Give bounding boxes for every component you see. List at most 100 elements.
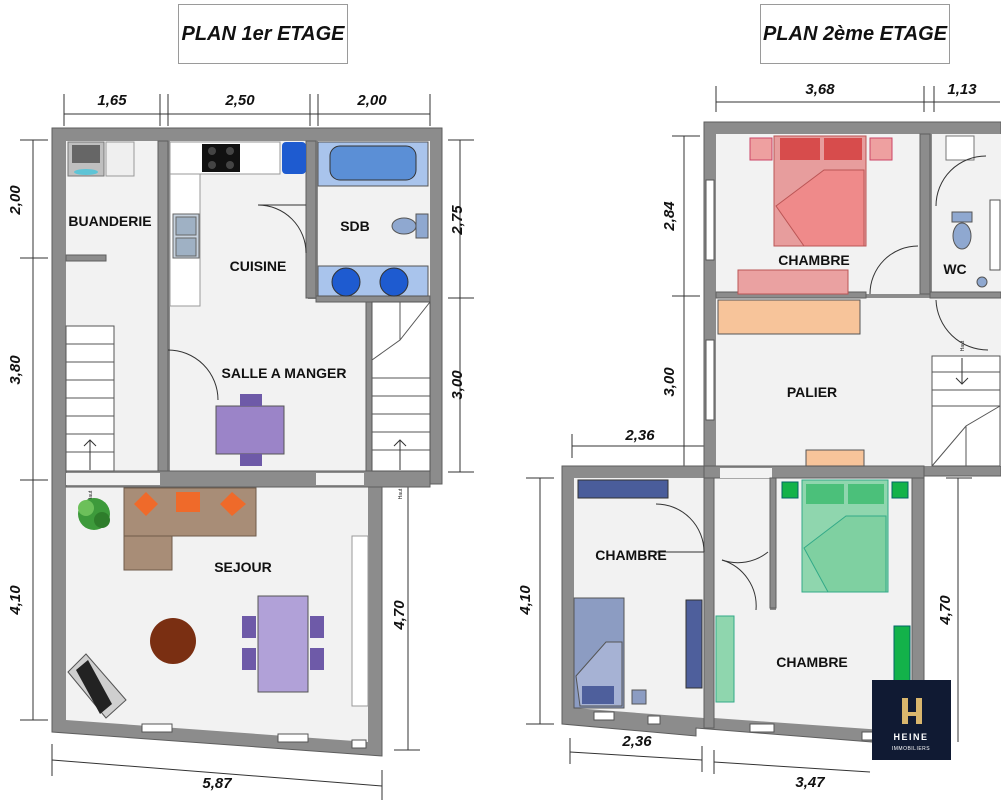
floor1-windows bbox=[141, 723, 367, 749]
dim-floor2-left-2: 3,00 bbox=[661, 367, 678, 397]
bed-icon-chambre-top bbox=[749, 135, 893, 247]
floor1-wall-cuisine-sdb bbox=[305, 140, 317, 299]
floor1-stairs-left bbox=[65, 325, 115, 472]
floor1-right-dimensions: 2,75 3,00 4,70 bbox=[391, 139, 474, 751]
sofa-bed-chambre-left bbox=[573, 597, 647, 709]
floor2-window-left-palier bbox=[705, 339, 715, 421]
floor1-wall-buanderie-cuisine bbox=[157, 140, 169, 472]
floor2-window-left-top bbox=[705, 179, 715, 261]
floor1-plan: 1,65 2,50 2,00 2,00 3,80 4,10 2,75 3,00 bbox=[7, 92, 474, 800]
palier-cabinet bbox=[717, 299, 861, 335]
wc-sink bbox=[945, 135, 975, 161]
floor1-bottom-dimension: 5,87 bbox=[51, 744, 383, 800]
dining-table-floor1 bbox=[215, 394, 285, 466]
floor1-wall-sdb-bottom bbox=[315, 295, 431, 303]
floor1-title: PLAN 1er ETAGE bbox=[178, 4, 348, 64]
floor2-left-dimensions: 2,84 3,00 2,36 4,10 bbox=[517, 135, 704, 725]
bed-icon-chambre-right bbox=[781, 479, 909, 593]
heine-logo: HEINE IMMOBILIERS bbox=[872, 680, 951, 760]
floor1-left-dimensions: 2,00 3,80 4,10 bbox=[7, 139, 48, 721]
room-chambre-left: CHAMBRE bbox=[595, 547, 667, 563]
dim-floor2-bottom-1: 2,36 bbox=[621, 733, 652, 750]
wardrobe-chambre-left bbox=[685, 599, 703, 689]
floor2-title: PLAN 2ème ETAGE bbox=[760, 4, 950, 64]
floor2-wall-wc-bottom bbox=[929, 291, 1001, 299]
room-sdb: SDB bbox=[340, 218, 370, 234]
floor2-plan: 3,68 1,13 2,84 3,00 2,36 4,10 4,70 bbox=[517, 81, 1001, 791]
washing-machine-icon bbox=[67, 141, 105, 177]
sideboard bbox=[351, 535, 369, 707]
toilet-icon-wc bbox=[951, 211, 988, 288]
dim-floor1-right-1: 2,75 bbox=[449, 205, 466, 236]
room-buanderie: BUANDERIE bbox=[68, 213, 151, 229]
floor1-wall-stair bbox=[365, 301, 373, 472]
plant-icon bbox=[78, 498, 110, 530]
floor1-opening-buanderie bbox=[66, 473, 160, 485]
round-table-icon bbox=[150, 618, 196, 664]
dim-floor1-top-1: 1,65 bbox=[97, 92, 127, 109]
dim-floor2-top-2: 1,13 bbox=[947, 81, 977, 98]
floor2-hall-floor bbox=[714, 478, 770, 628]
bathtub-icon bbox=[317, 141, 429, 187]
logo-brand: HEINE bbox=[893, 732, 928, 742]
floor2-door-wc bbox=[935, 155, 987, 207]
room-salle-a-manger: SALLE A MANGER bbox=[222, 365, 347, 381]
floor1-stair-label-1: Haut bbox=[88, 490, 94, 501]
wardrobe-chambre-right bbox=[715, 615, 735, 703]
toilet-icon-sdb bbox=[391, 213, 429, 239]
sofa-icon bbox=[123, 487, 257, 571]
dim-floor1-top-2: 2,50 bbox=[224, 92, 255, 109]
floor2-door-wc-palier bbox=[935, 299, 989, 351]
floor2-bottom-dimensions: 2,36 3,47 bbox=[569, 733, 871, 791]
dim-floor2-left-1: 2,84 bbox=[661, 201, 678, 232]
dining-table-sejour bbox=[242, 595, 324, 693]
floor1-wall-buanderie-split bbox=[65, 254, 107, 262]
floor2-wall-chambre-wc bbox=[919, 133, 931, 295]
room-sejour: SEJOUR bbox=[214, 559, 272, 575]
logo-sub: IMMOBILIERS bbox=[892, 746, 930, 752]
toilet-icon-floor1-kitchen bbox=[282, 142, 306, 174]
dim-floor1-left-2: 3,80 bbox=[7, 355, 24, 385]
desk-chambre-left bbox=[577, 479, 669, 499]
floor2-door-chambre-left bbox=[655, 503, 705, 553]
floor1-door-cuisine bbox=[257, 204, 307, 254]
floor2-opening-palier bbox=[720, 468, 772, 478]
dresser-chambre-top bbox=[737, 269, 849, 295]
room-chambre-top: CHAMBRE bbox=[778, 252, 850, 268]
floor1-opening-salle bbox=[316, 473, 364, 485]
dim-floor1-right-3: 4,70 bbox=[391, 600, 408, 631]
kitchen-counter bbox=[169, 141, 281, 307]
dim-floor2-top-1: 3,68 bbox=[805, 81, 835, 98]
floor2-right-dimensions: 4,70 bbox=[937, 477, 972, 742]
dryer-icon bbox=[105, 141, 135, 177]
palier-bench bbox=[805, 449, 865, 467]
dim-floor1-left-1: 2,00 bbox=[7, 185, 24, 216]
dim-floor1-left-3: 4,10 bbox=[7, 585, 24, 616]
floor2-wall-chambres bbox=[703, 477, 715, 729]
floor1-stair-label-2: Haut bbox=[398, 488, 404, 499]
dim-floor1-right-2: 3,00 bbox=[449, 370, 466, 400]
logo-background bbox=[872, 680, 951, 760]
sink-icon-sdb bbox=[317, 265, 429, 297]
floor2-top-dimensions: 3,68 1,13 bbox=[715, 81, 1000, 112]
floor2-stair-label: Haut bbox=[960, 340, 966, 351]
floor2-window-wc bbox=[989, 199, 1001, 271]
dim-floor1-top-3: 2,00 bbox=[356, 92, 387, 109]
floor2-door-chambre bbox=[869, 245, 919, 295]
room-palier: PALIER bbox=[787, 384, 837, 400]
logo-mark-icon bbox=[902, 698, 922, 724]
floor2-wall-hall bbox=[769, 477, 777, 609]
floor1-door-salle bbox=[167, 349, 219, 401]
dim-floor2-right: 4,70 bbox=[937, 595, 954, 626]
dim-floor2-mid: 2,36 bbox=[624, 427, 655, 444]
tv-icon bbox=[67, 653, 127, 719]
floor1-top-dimensions: 1,65 2,50 2,00 bbox=[63, 92, 431, 126]
floor1-stairs-right bbox=[371, 301, 431, 472]
dim-floor2-bottom-2: 3,47 bbox=[795, 774, 825, 791]
room-wc: WC bbox=[943, 261, 966, 277]
room-cuisine: CUISINE bbox=[230, 258, 287, 274]
dim-floor1-bottom: 5,87 bbox=[202, 775, 232, 792]
floor2-stairs bbox=[931, 355, 1001, 467]
room-chambre-right: CHAMBRE bbox=[776, 654, 848, 670]
